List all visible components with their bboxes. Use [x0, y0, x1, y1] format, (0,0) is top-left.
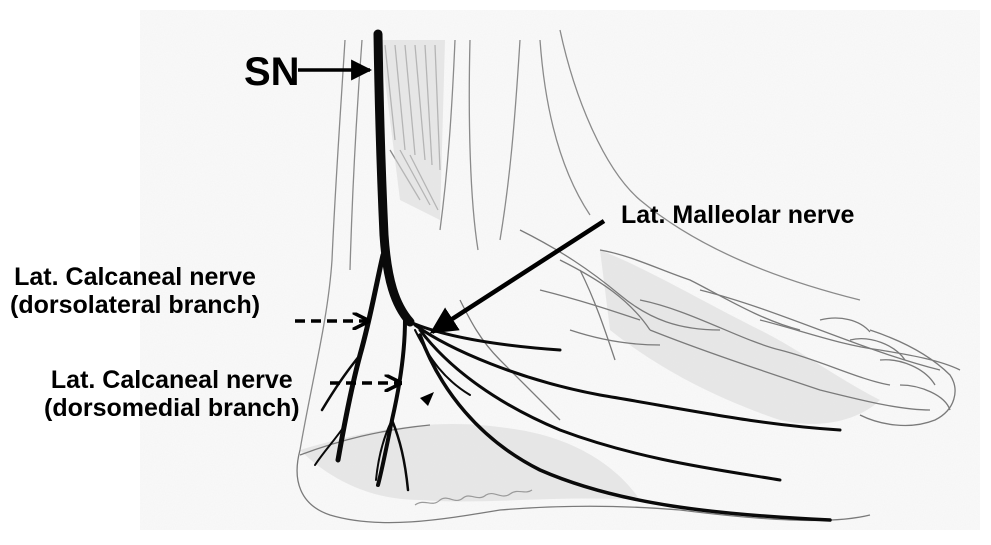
lat-calcaneal-dorsolateral-line2: (dorsolateral branch) — [10, 291, 260, 319]
lat-calcaneal-dorsomedial-line2: (dorsomedial branch) — [44, 394, 300, 422]
lat-calcaneal-dorsolateral-label: Lat. Calcaneal nerve (dorsolateral branc… — [10, 263, 260, 319]
lat-calcaneal-dorsolateral-line1: Lat. Calcaneal nerve — [10, 263, 260, 291]
lat-calcaneal-dorsomedial-line1: Lat. Calcaneal nerve — [44, 366, 300, 394]
lat-calcaneal-dorsomedial-label: Lat. Calcaneal nerve (dorsomedial branch… — [44, 366, 300, 422]
lat-malleolar-nerve-label: Lat. Malleolar nerve — [621, 201, 854, 229]
sn-label: SN — [244, 50, 300, 95]
